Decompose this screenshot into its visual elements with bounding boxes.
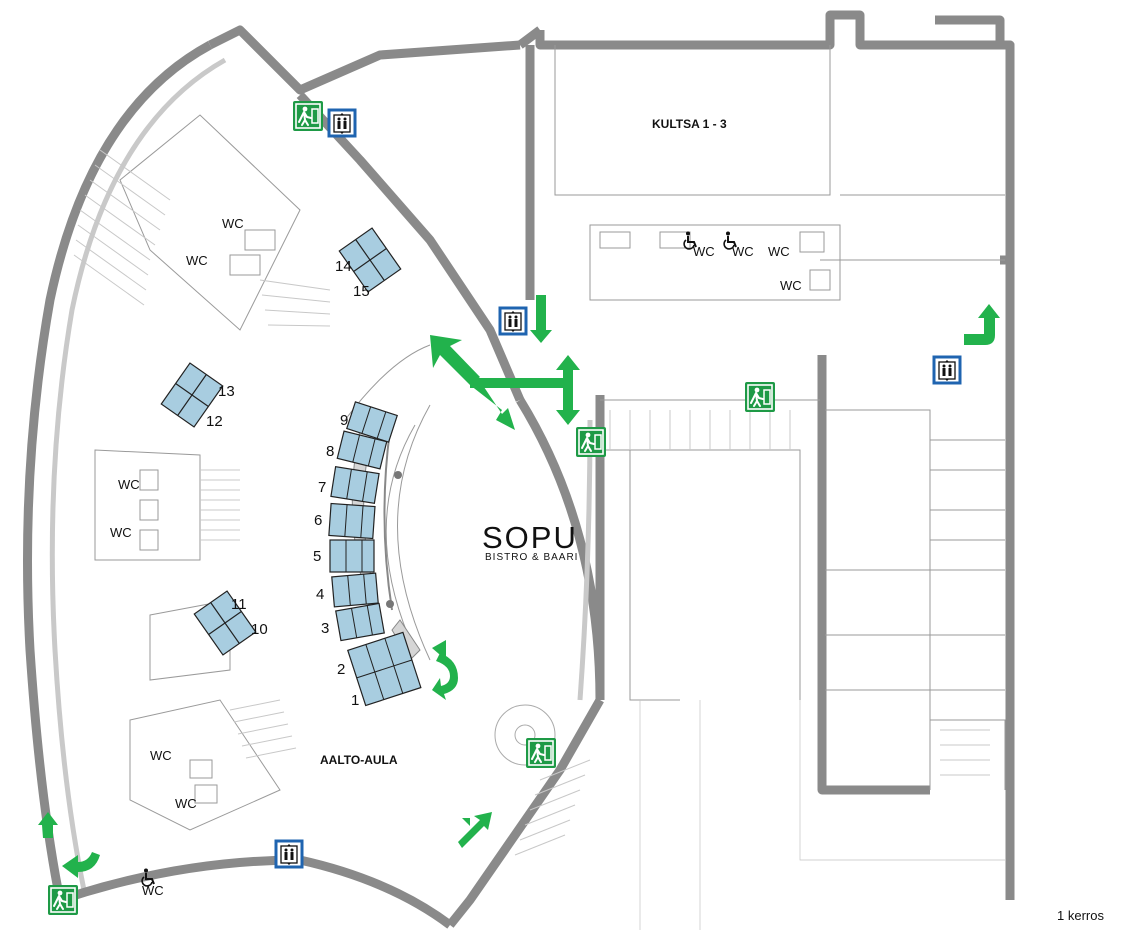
arrow-up-curve-icon <box>964 304 1000 345</box>
booth-number: 10 <box>251 621 268 638</box>
wc-label: WC <box>142 883 164 898</box>
booth-number: 8 <box>326 443 334 460</box>
arrow-curve-icon <box>432 653 458 700</box>
booth-number: 2 <box>337 661 345 678</box>
wc-label: WC <box>186 253 208 268</box>
arrow-down-icon <box>530 295 552 343</box>
elevator-icon <box>327 108 357 138</box>
booth-number: 6 <box>314 512 322 529</box>
booth-numbers: 1 2 3 4 5 6 7 8 9 10 11 12 13 14 15 <box>206 258 370 709</box>
restaurant-title-sopu: SOPU <box>482 520 578 555</box>
arrow-diag-upleft-icon <box>430 335 480 385</box>
green-arrows <box>38 295 1000 878</box>
booth-number: 3 <box>321 620 329 637</box>
emergency-exit-icon <box>47 884 79 916</box>
booth-number: 14 <box>335 258 352 275</box>
emergency-exit-icon <box>292 100 324 132</box>
wc-labels: WC WC WC WC WC WC WC WC WC WC WC <box>110 216 802 898</box>
restaurant-subtitle: BISTRO & BAARI <box>485 552 578 563</box>
booth-13-12 <box>160 362 224 428</box>
room-label-aalto-aula: AALTO-AULA <box>320 753 398 767</box>
booth-number: 13 <box>218 383 235 400</box>
booth-number: 11 <box>231 596 247 613</box>
arrow-vertical-icon <box>556 355 580 425</box>
booth-11-10 <box>193 590 257 656</box>
arrow-diag-down-icon <box>470 378 515 430</box>
booth-number: 15 <box>353 283 370 300</box>
elevator-icon <box>274 839 304 869</box>
elevator-icon <box>932 355 962 385</box>
wc-label: WC <box>768 244 790 259</box>
emergency-exit-icon <box>575 426 607 458</box>
floor-label: 1 kerros <box>1057 908 1104 923</box>
wc-label: WC <box>150 748 172 763</box>
emergency-exit-icon <box>525 737 557 769</box>
booth-14-15 <box>338 227 402 293</box>
booth-number: 7 <box>318 479 326 496</box>
wc-label: WC <box>732 244 754 259</box>
wc-label: WC <box>110 525 132 540</box>
wc-label: WC <box>693 244 715 259</box>
emergency-exit-icon <box>744 381 776 413</box>
booth-number: 1 <box>351 692 359 709</box>
booth-number: 5 <box>313 548 321 565</box>
wc-label: WC <box>222 216 244 231</box>
wc-label: WC <box>175 796 197 811</box>
arrow-diag-up-icon <box>458 812 492 848</box>
booth-group-left <box>160 227 402 656</box>
room-label-kultsa: KULTSA 1 - 3 <box>652 117 727 131</box>
elevator-icon <box>498 306 528 336</box>
wc-label: WC <box>118 477 140 492</box>
map-labels: KULTSA 1 - 3 AALTO-AULA SOPU BISTRO & BA… <box>320 117 1104 923</box>
arrow-up-icon <box>38 812 58 838</box>
booth-number: 12 <box>206 413 223 430</box>
booth-number: 9 <box>340 412 348 429</box>
wc-label: WC <box>780 278 802 293</box>
building-walls <box>23 10 1015 930</box>
booth-number: 4 <box>316 586 324 603</box>
accessible-icons <box>141 230 737 887</box>
booth-row-arc <box>328 401 422 707</box>
arrow-left-curve-icon <box>62 852 100 878</box>
